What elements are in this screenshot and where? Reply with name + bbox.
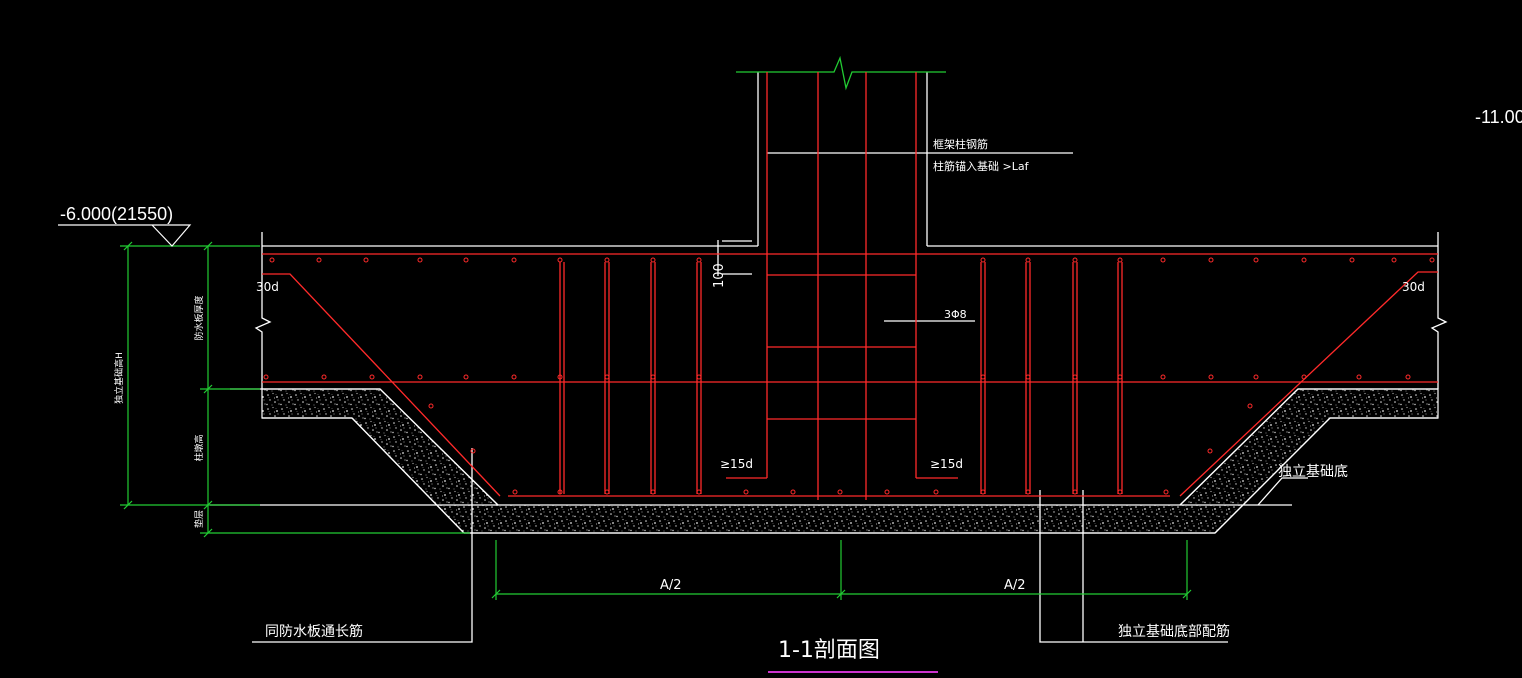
vdim-total-label: 独立基础高H [113,352,125,404]
drawing-title: 1-1剖面图 [778,638,880,663]
elevation-left-label: -6.000(21550) [60,204,173,224]
rebar-dots [263,257,1435,495]
dim-100-label: 100 [712,263,727,288]
vdim-pit-label: 柱墩高 [193,434,205,461]
stirrup-label: 3Φ8 [944,308,967,321]
dimension-lines [120,241,1192,600]
vdim-slab-label: 防水板厚度 [193,295,205,340]
elevation-right-label: -11.00 [1475,107,1522,127]
vdim-cushion-label: 垫层 [193,510,205,528]
rebar-group [262,72,1438,500]
cushion-hatch-left-slab [261,388,1439,534]
column-bar-label: 框架柱钢筋 [933,137,988,151]
foundation-bottom-label: 独立基础底 [1278,463,1348,480]
elevation-marker [58,224,192,247]
half-width-left-label: A/2 [660,578,682,593]
half-width-right-label: A/2 [1004,578,1026,593]
bottom-rebar-label: 独立基础底部配筋 [1118,623,1230,640]
anchor-right-label: 30d [1402,280,1425,294]
anchor-left-label: 30d [256,280,279,294]
column-anchor-label: 柱筋锚入基础 >Laf [933,159,1030,173]
concrete-outline [210,72,1448,643]
hook-left-label: ≥15d [720,457,753,471]
hook-right-label: ≥15d [930,457,963,471]
through-bar-label: 同防水板通长筋 [265,623,363,640]
